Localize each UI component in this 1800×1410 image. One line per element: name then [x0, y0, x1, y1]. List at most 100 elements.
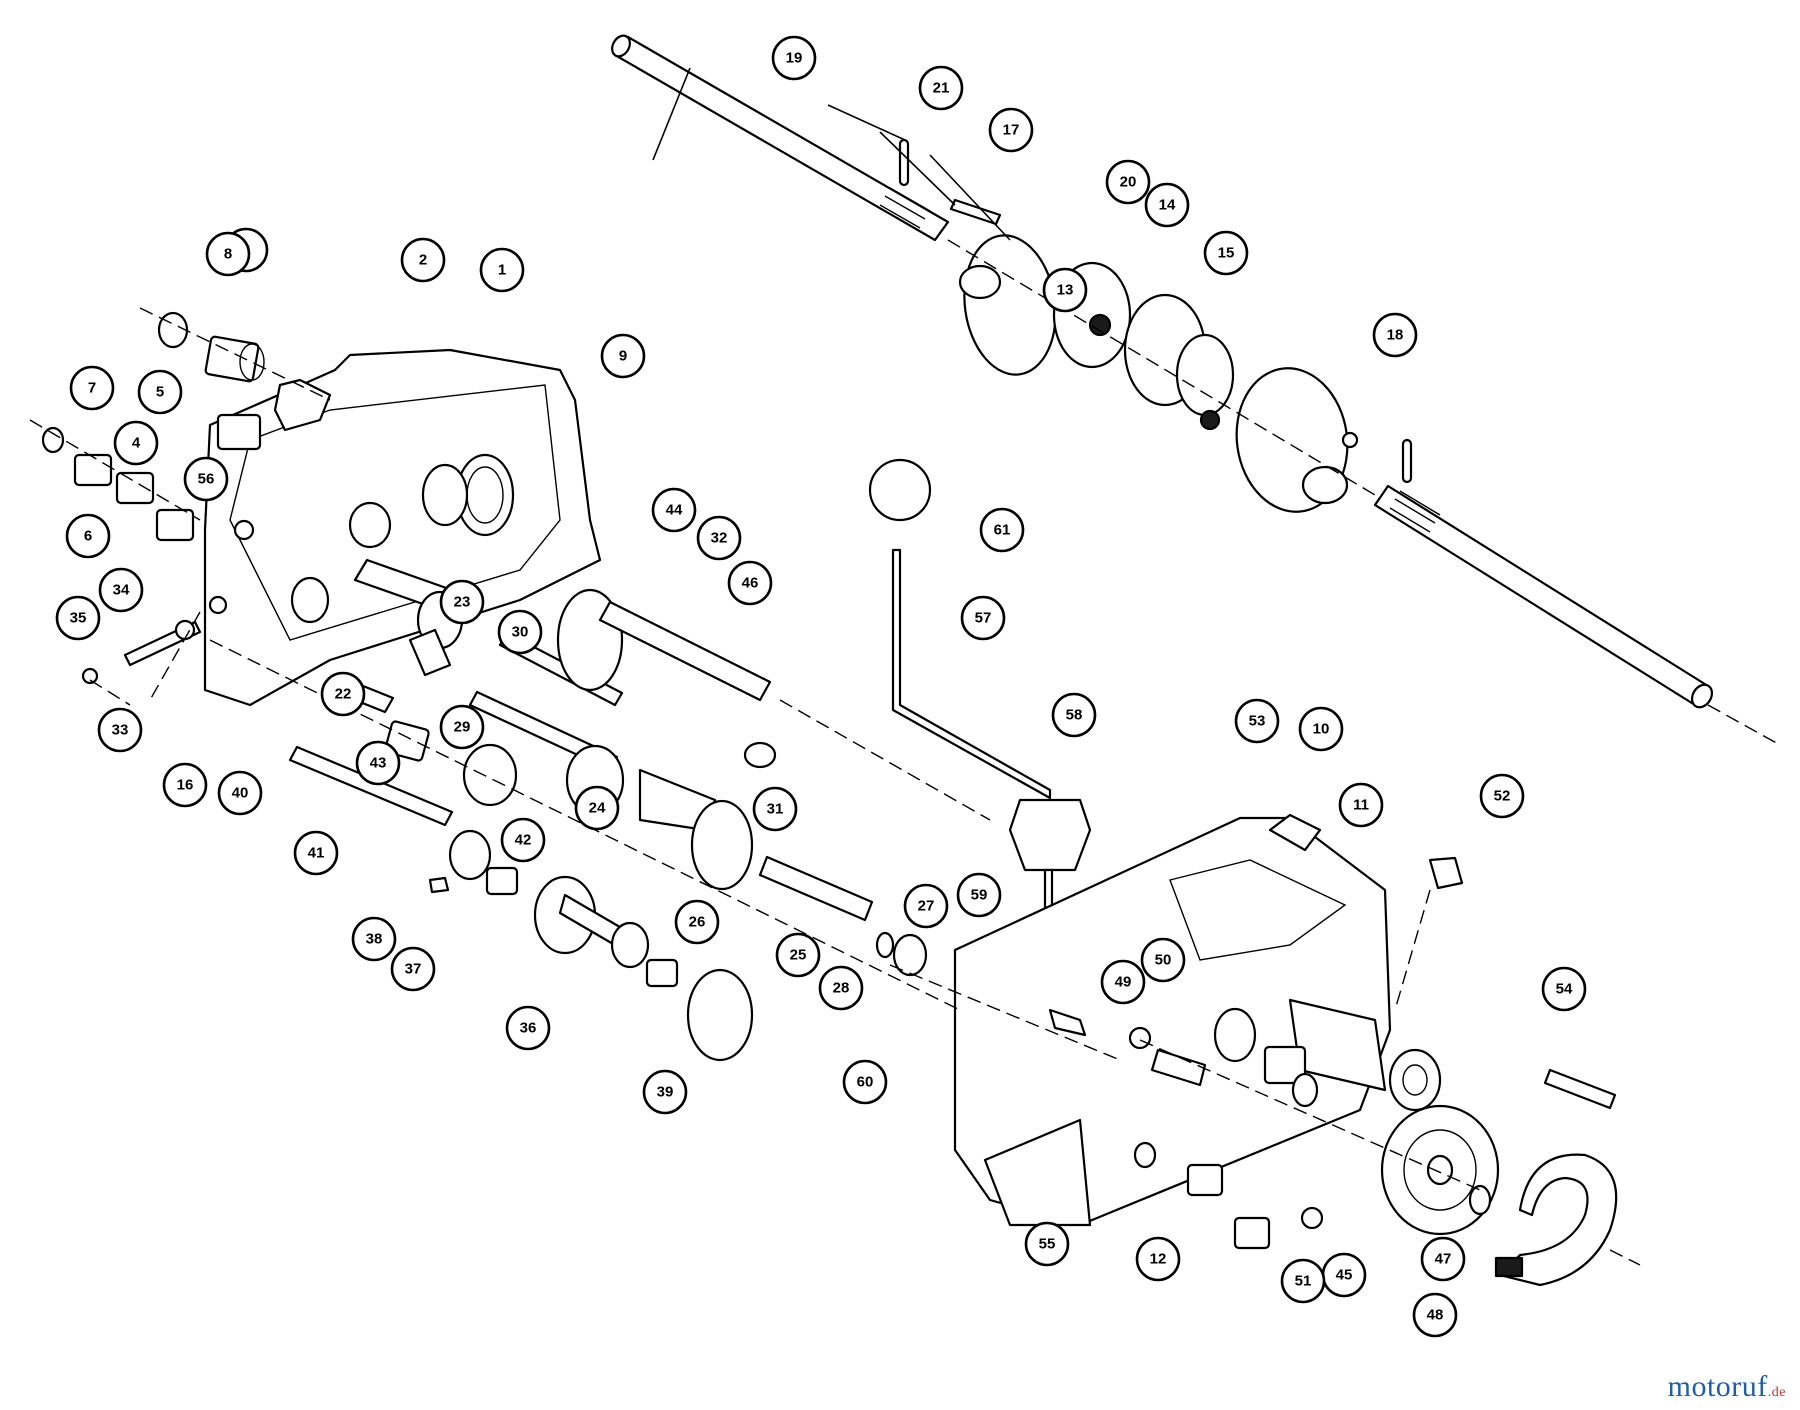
- callout-circle: [137, 369, 183, 415]
- callout-circle: [600, 333, 646, 379]
- callout-number: 46: [742, 575, 759, 592]
- callout-circle: [1372, 312, 1418, 358]
- callout-circle: [1479, 773, 1525, 819]
- callout-labels: 1234567891011121314151617181920212223242…: [55, 35, 1587, 1338]
- shift-shaft-parts: [81, 595, 228, 685]
- callout-14: 14: [1144, 182, 1190, 228]
- callout-12: 12: [1135, 1236, 1181, 1282]
- callout-circle: [351, 916, 397, 962]
- callout-number: 5: [156, 384, 164, 401]
- callout-number: 54: [1556, 981, 1573, 998]
- callout-circle: [497, 609, 543, 655]
- callout-42: 42: [500, 817, 546, 863]
- callout-29: 29: [439, 704, 485, 750]
- callout-55: 55: [1024, 1221, 1070, 1267]
- callout-number: 15: [1218, 245, 1235, 262]
- callout-47: 47: [1420, 1236, 1466, 1282]
- callout-number: 34: [113, 582, 130, 599]
- callout-number: 24: [589, 800, 606, 817]
- callout-50: 50: [1140, 937, 1186, 983]
- callout-41: 41: [293, 830, 339, 876]
- callout-number: 49: [1115, 974, 1132, 991]
- callout-31: 31: [752, 786, 798, 832]
- callout-number: 12: [1150, 1251, 1167, 1268]
- transmission-case-right: [953, 813, 1617, 1250]
- callout-28: 28: [818, 965, 864, 1011]
- callout-circle: [979, 507, 1025, 553]
- callout-number: 50: [1155, 952, 1172, 969]
- callout-circle: [574, 785, 620, 831]
- callout-number: 21: [933, 80, 950, 97]
- callout-number: 38: [366, 931, 383, 948]
- callout-number: 4: [132, 435, 141, 452]
- callout-37: 37: [390, 946, 436, 992]
- callout-circle: [1203, 230, 1249, 276]
- callout-60: 60: [842, 1059, 888, 1105]
- callout-48: 48: [1412, 1292, 1458, 1338]
- callout-number: 10: [1313, 721, 1330, 738]
- callout-49: 49: [1100, 959, 1146, 1005]
- callout-number: 57: [975, 610, 992, 627]
- callout-circle: [918, 65, 964, 111]
- callout-21: 21: [918, 65, 964, 111]
- callout-circle: [1042, 267, 1088, 313]
- callout-number: 23: [454, 594, 471, 611]
- callout-33: 33: [97, 707, 143, 753]
- callout-number: 6: [84, 528, 92, 545]
- callout-circle: [98, 567, 144, 613]
- callout-circle: [674, 899, 720, 945]
- callout-number: 58: [1066, 707, 1083, 724]
- callout-circle: [400, 237, 446, 283]
- callout-13: 13: [1042, 267, 1088, 313]
- callout-circle: [355, 740, 401, 786]
- callout-number: 20: [1120, 174, 1137, 191]
- callout-59: 59: [956, 872, 1002, 918]
- callout-number: 2: [419, 252, 427, 269]
- callout-circle: [55, 595, 101, 641]
- callout-4: 4: [113, 420, 159, 466]
- callout-circle: [505, 1005, 551, 1051]
- callout-circle: [390, 946, 436, 992]
- callout-15: 15: [1203, 230, 1249, 276]
- callout-circle: [818, 965, 864, 1011]
- callout-circle: [960, 595, 1006, 641]
- callout-25: 25: [775, 932, 821, 978]
- callout-circle: [205, 231, 251, 277]
- callout-circle: [727, 560, 773, 606]
- callout-circle: [1144, 182, 1190, 228]
- callout-number: 44: [666, 502, 683, 519]
- callout-circle: [479, 247, 525, 293]
- callout-number: 26: [689, 914, 706, 931]
- callout-circle: [903, 883, 949, 929]
- callout-10: 10: [1298, 706, 1344, 752]
- callout-number: 53: [1249, 713, 1266, 730]
- callout-number: 41: [308, 845, 325, 862]
- callout-circle: [651, 487, 697, 533]
- callout-circle: [1280, 1258, 1326, 1304]
- callout-51: 51: [1280, 1258, 1326, 1304]
- callout-58: 58: [1051, 692, 1097, 738]
- callout-9: 9: [600, 333, 646, 379]
- callout-number: 56: [198, 471, 215, 488]
- callout-46: 46: [727, 560, 773, 606]
- callout-2: 2: [400, 237, 446, 283]
- callout-circle: [65, 513, 111, 559]
- callout-number: 33: [112, 722, 129, 739]
- callout-circle: [1541, 966, 1587, 1012]
- callout-number: 32: [711, 530, 728, 547]
- callout-20: 20: [1105, 159, 1151, 205]
- leader-lines: [652, 67, 1011, 241]
- callout-number: 59: [971, 887, 988, 904]
- callout-number: 11: [1353, 797, 1369, 814]
- callout-circle: [1234, 698, 1280, 744]
- callout-circle: [1135, 1236, 1181, 1282]
- left-bearings-stack: [41, 311, 265, 542]
- callout-45: 45: [1321, 1252, 1367, 1298]
- callout-number: 47: [1435, 1251, 1452, 1268]
- callout-number: 17: [1003, 122, 1020, 139]
- shafts-and-gears: [288, 558, 928, 1062]
- callout-number: 19: [786, 50, 803, 67]
- callout-22: 22: [320, 671, 366, 717]
- roll-pins: [898, 138, 1413, 484]
